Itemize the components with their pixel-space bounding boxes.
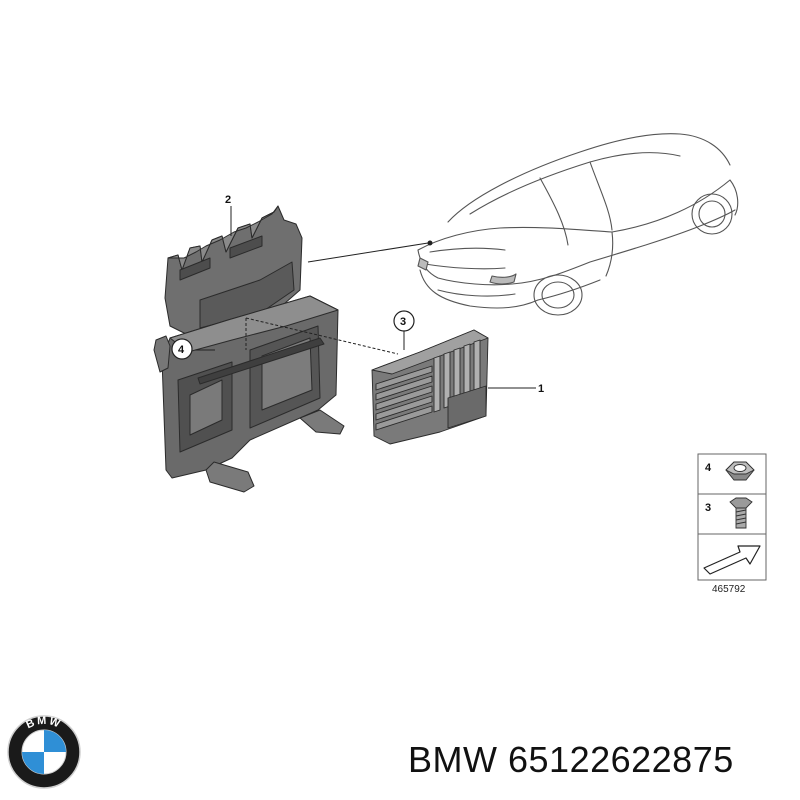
svg-text:BMW: BMW (24, 715, 63, 731)
callout-2-number: 2 (225, 194, 231, 206)
legend-row-arrow (703, 545, 761, 575)
callout-3-number: 3 (400, 316, 406, 328)
callout-3: 3 (393, 310, 415, 350)
location-leader (307, 240, 433, 263)
assembly-lines (195, 317, 399, 355)
heat-sink-fins-left (375, 365, 433, 431)
bracket-part-2 (153, 205, 345, 493)
fastener-legend: 4 3 465792 (697, 453, 767, 595)
legend-nut-number: 4 (705, 462, 712, 474)
bmw-logo-text: BMW (24, 715, 61, 731)
car-outline (417, 133, 739, 316)
bmw-logo: BMW (7, 715, 81, 789)
legend-bolt-number: 3 (705, 502, 711, 514)
legend-row-bolt: 3 (705, 497, 753, 529)
callout-1: 1 (538, 383, 544, 395)
bolt-icon (729, 497, 753, 529)
callout-2: 2 (225, 194, 232, 236)
legend-row-nut: 4 (705, 461, 755, 481)
caption-part-number: 65122622875 (508, 739, 734, 780)
arrow-icon (703, 545, 761, 575)
heat-sink-fins-right (433, 339, 481, 413)
legend-reference-number: 465792 (712, 584, 746, 595)
hex-nut-icon (725, 461, 755, 481)
callout-4: 4 (171, 338, 193, 360)
callout-4-number: 4 (178, 344, 185, 356)
callout-1-number: 1 (538, 383, 544, 395)
part-caption: BMW 65122622875 (408, 736, 792, 784)
control-module-part-1 (371, 329, 489, 445)
caption-brand: BMW (408, 739, 498, 780)
